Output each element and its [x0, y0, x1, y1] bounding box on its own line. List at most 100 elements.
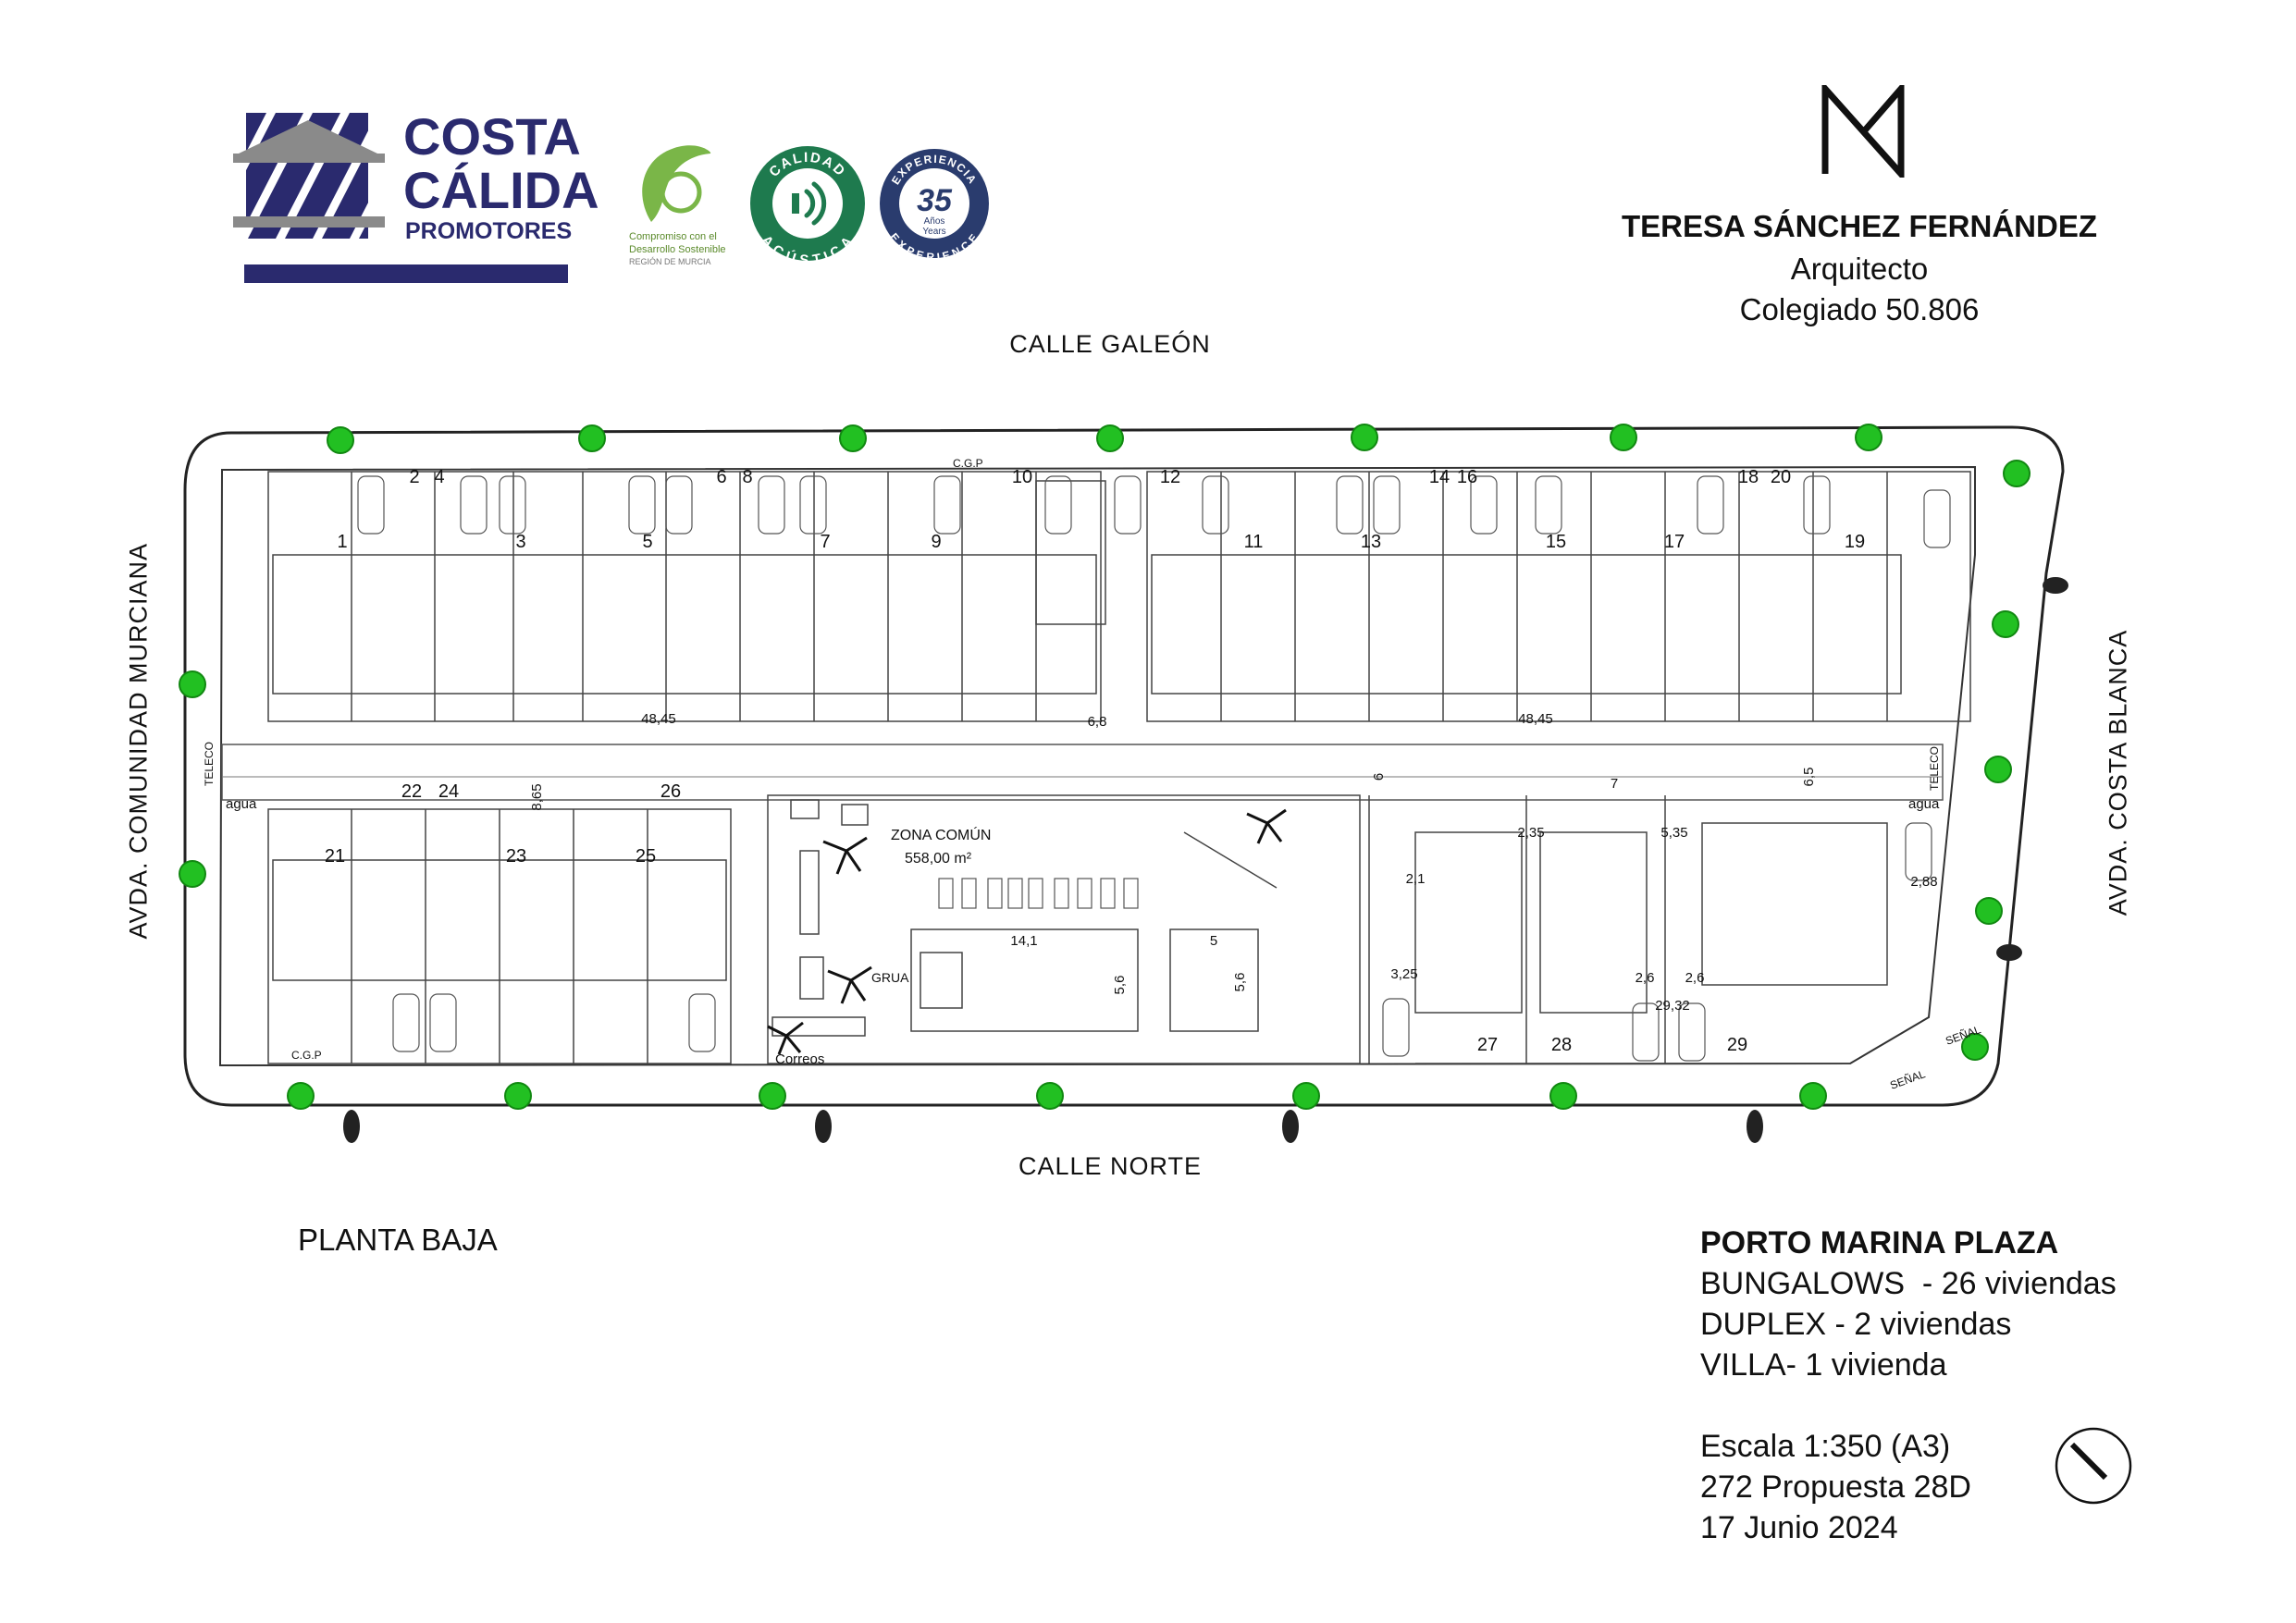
tree-17	[759, 1082, 786, 1110]
dim-48-45-right: 48,45	[1518, 711, 1553, 727]
block-bottom-left	[267, 808, 732, 1064]
block-bottom-right	[1368, 795, 1888, 1064]
experience-sub-years-es: Años	[924, 216, 945, 227]
stripes-house-icon	[233, 113, 385, 239]
crane-label: GRUA	[871, 970, 909, 985]
unit-number-6: 6	[716, 467, 726, 487]
central-corridor	[221, 744, 1944, 801]
sound-waves-icon	[792, 181, 827, 226]
tree-2	[578, 424, 606, 452]
unit-number-19: 19	[1845, 532, 1865, 552]
tree-5	[1351, 424, 1378, 451]
unit-number-24: 24	[438, 781, 459, 802]
unit-number-3: 3	[515, 532, 525, 552]
tree-3	[839, 424, 867, 452]
tree-16	[504, 1082, 532, 1110]
street-north-label: CALLE GALEÓN	[1009, 330, 1211, 358]
unit-number-5: 5	[642, 532, 652, 552]
floor-label: PLANTA BAJA	[298, 1223, 498, 1257]
dim-pool-width: 5,6	[1112, 976, 1128, 995]
unit-number-4: 4	[434, 467, 444, 487]
water-label-right: agua	[1908, 796, 1940, 812]
dim-3-25: 3,25	[1390, 966, 1417, 982]
dim-kids-pool-width: 5,6	[1232, 973, 1248, 992]
unit-number-26: 26	[660, 781, 681, 802]
sustainability-logo: Compromiso con el Desarrollo Sostenible …	[629, 141, 749, 270]
tree-21	[1799, 1082, 1827, 1110]
tree-10	[1984, 756, 2012, 783]
logo-underline	[244, 264, 568, 283]
dim-2-6-b: 2,6	[1685, 970, 1705, 986]
cgp-label-top: C.G.P	[953, 457, 983, 470]
parking-cars	[357, 475, 1951, 1062]
street-south-label: CALLE NORTE	[1018, 1152, 1203, 1180]
street-bollards	[343, 577, 2068, 1143]
unit-number-8: 8	[742, 467, 752, 487]
experience-seal: EXPERIENCIA EXPERIENCE 35 Años Years	[880, 149, 989, 261]
unit-number-9: 9	[931, 532, 941, 552]
unit-number-28: 28	[1551, 1035, 1572, 1055]
unit-number-20: 20	[1771, 467, 1791, 487]
experience-number: 35	[917, 183, 953, 218]
dim-2-1: 2,1	[1406, 871, 1426, 887]
tree-4	[1096, 424, 1124, 452]
dim-29-32: 29,32	[1655, 998, 1690, 1014]
site-boundary	[183, 425, 2065, 1107]
common-zone-area	[767, 794, 1361, 1064]
dim-5-35: 5,35	[1660, 825, 1687, 841]
project-line-duplex: DUPLEX - 2 viviendas	[1700, 1307, 2012, 1342]
unit-number-12: 12	[1160, 467, 1180, 487]
logo-word-costa: COSTA	[403, 107, 581, 166]
tree-6	[1610, 424, 1637, 451]
unit-number-10: 10	[1012, 467, 1032, 487]
dim-2-6-a: 2,6	[1636, 970, 1655, 986]
dim-6: 6	[1371, 773, 1387, 781]
unit-number-16: 16	[1457, 467, 1477, 487]
dim-8-65: 8,65	[529, 783, 545, 810]
block-top-right	[1146, 471, 1971, 722]
dim-48-45-left: 48,45	[641, 711, 676, 727]
teleco-label-left: TELECO	[203, 742, 216, 786]
tree-9	[1992, 610, 2019, 638]
tree-18	[1036, 1082, 1064, 1110]
costa-calida-logo: COSTA CÁLIDA PROMOTORES	[229, 107, 599, 289]
north-arrow-icon	[2055, 1427, 2132, 1505]
architect-name: TERESA SÁNCHEZ FERNÁNDEZ	[1622, 209, 2097, 243]
project-line-villa: VILLA- 1 vivienda	[1700, 1347, 1947, 1383]
unit-number-15: 15	[1546, 532, 1566, 552]
unit-number-17: 17	[1664, 532, 1685, 552]
dim-2-88: 2,88	[1910, 874, 1937, 890]
sustainability-line3: REGIÓN DE MURCIA	[629, 257, 711, 266]
mailbox-label: Correos	[775, 1051, 824, 1067]
unit-number-1: 1	[337, 532, 347, 552]
unit-number-13: 13	[1361, 532, 1381, 552]
palm-trees	[767, 808, 1287, 1055]
unit-number-7: 7	[820, 532, 830, 552]
architect-role: Arquitecto	[1790, 252, 1929, 286]
common-zone-area-value: 558,00 m²	[905, 851, 972, 867]
common-zone-label: ZONA COMÚN	[891, 826, 991, 843]
project-date: 17 Junio 2024	[1700, 1510, 1898, 1545]
trees	[179, 424, 2031, 1110]
experience-sub-years-en: Years	[922, 227, 945, 237]
unit-number-27: 27	[1477, 1035, 1498, 1055]
project-proposal: 272 Propuesta 28D	[1700, 1469, 1971, 1505]
kids-pool	[1169, 928, 1259, 1032]
unit-number-11: 11	[1244, 532, 1264, 552]
cgp-label-bottom: C.G.P	[291, 1049, 322, 1062]
unit-number-2: 2	[409, 467, 419, 487]
plot-boundary	[218, 465, 1976, 1067]
sign-label-1: SEÑAL	[1888, 1067, 1927, 1092]
main-pool	[910, 928, 1139, 1032]
logo-word-calida: CÁLIDA	[403, 161, 599, 219]
tree-15	[287, 1082, 315, 1110]
unit-number-23: 23	[506, 846, 526, 867]
block-top-left	[267, 471, 1106, 722]
leaf-icon	[642, 145, 711, 222]
tree-14	[179, 860, 206, 888]
dim-6-5: 6,5	[1801, 768, 1817, 787]
unit-number-18: 18	[1738, 467, 1759, 487]
tree-8	[2003, 460, 2031, 487]
tree-13	[179, 670, 206, 698]
tree-12	[1961, 1033, 1989, 1061]
